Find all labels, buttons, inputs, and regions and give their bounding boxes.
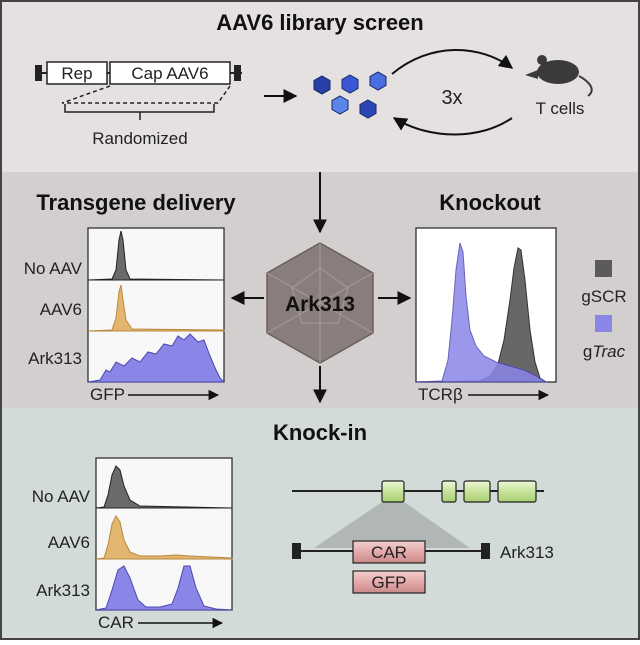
capsid-particle	[331, 95, 349, 115]
histogram-no-aav	[87, 230, 225, 281]
gfp-axis-label: GFP	[90, 385, 125, 404]
car-insert-label: CAR	[371, 543, 407, 562]
capsid-label: Ark313	[285, 293, 355, 316]
histogram-ark313	[87, 333, 226, 383]
ki-histogram-no-aav	[95, 465, 233, 509]
ki-row-label-no-aav: No AAV	[32, 487, 91, 506]
car-axis-label: CAR	[98, 613, 134, 632]
ki-row-label-aav6: AAV6	[48, 533, 90, 552]
t-cells-label: T cells	[536, 99, 585, 118]
legend-label-gscr: gSCR	[581, 287, 626, 306]
row-label-no-aav: No AAV	[24, 259, 83, 278]
knockout-histogram	[415, 227, 557, 383]
exon	[497, 480, 537, 503]
row-label-ark313: Ark313	[28, 349, 82, 368]
genomic-locus	[292, 480, 544, 548]
capsid-particle	[369, 71, 387, 91]
legend-label-gtrac: gTrac	[583, 342, 626, 361]
capsid-library	[313, 71, 387, 119]
capsid-particle	[341, 74, 359, 94]
cycles-label: 3x	[441, 87, 462, 109]
histogram-gtrac	[415, 242, 548, 383]
donor-template: CAR GFP	[292, 540, 490, 594]
cap-box	[109, 61, 231, 85]
row-label-aav6: AAV6	[40, 300, 82, 319]
knockout-title: Knockout	[439, 190, 541, 215]
exon	[463, 480, 491, 503]
homology-arms	[314, 502, 470, 548]
ki-histogram-ark313	[95, 565, 233, 611]
donor-itr-right	[481, 543, 490, 559]
transgene-delivery-title: Transgene delivery	[36, 190, 236, 215]
gfp-insert-label: GFP	[372, 573, 407, 592]
transgene-histograms	[87, 227, 226, 383]
tcrb-axis-label: TCRβ	[418, 385, 463, 404]
rep-box	[46, 61, 108, 85]
rep-label: Rep	[61, 64, 92, 83]
histogram-aav6	[87, 284, 225, 332]
gfp-insert	[352, 570, 426, 594]
randomized-bracket	[61, 85, 231, 120]
knock-in-title: Knock-in	[273, 420, 367, 445]
itr-right	[234, 65, 241, 81]
donor-itr-left	[292, 543, 301, 559]
mouse-icon	[525, 55, 593, 97]
exon	[441, 480, 457, 503]
legend-swatch-gscr	[595, 260, 612, 277]
cap-label: Cap AAV6	[131, 64, 208, 83]
ki-row-label-ark313: Ark313	[36, 581, 90, 600]
cycle-arrow-to-cells	[391, 49, 514, 75]
car-insert	[352, 540, 426, 564]
ark313-capsid	[266, 242, 374, 364]
exon	[381, 480, 405, 503]
capsid-particle	[359, 99, 377, 119]
randomized-label: Randomized	[92, 129, 187, 148]
itr-left	[35, 65, 42, 81]
knock-in-histograms	[95, 457, 233, 611]
capsid-particle	[313, 75, 331, 95]
top-panel-title: AAV6 library screen	[216, 10, 423, 35]
aav-genome-construct: Rep Cap AAV6	[35, 61, 242, 85]
cycle-arrow-back	[392, 117, 513, 136]
legend-swatch-gtrac	[595, 315, 612, 332]
donor-capsid-label: Ark313	[500, 543, 554, 562]
ki-histogram-aav6	[95, 515, 233, 560]
